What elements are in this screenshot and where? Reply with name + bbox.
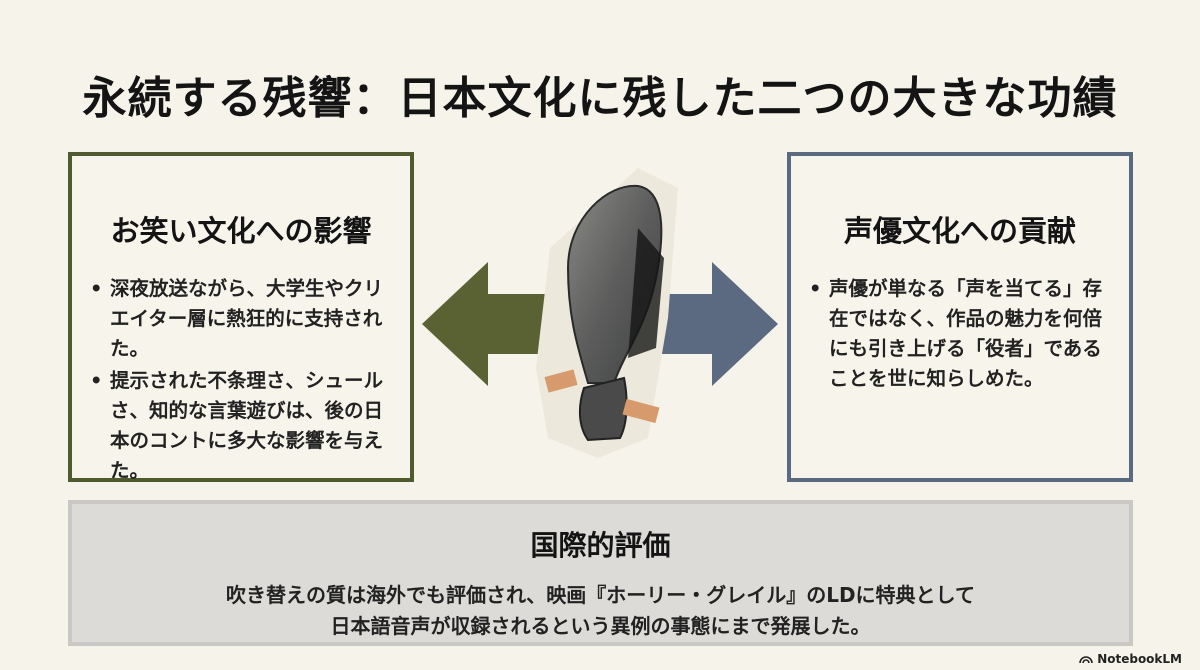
arrow-left-icon <box>422 262 562 386</box>
slide-title: 永続する残響：日本文化に残した二つの大きな功績 <box>82 73 1118 124</box>
bottom-panel-line: 吹き替えの質は海外でも評価され、映画『ホーリー・グレイル』のLDに特典として <box>226 583 975 607</box>
list-item: 声優が単なる「声を当てる」存在ではなく、作品の魅力を何倍にも引き上げる「役者」で… <box>805 274 1115 394</box>
brand-badge: NotebookLM <box>1079 652 1182 666</box>
bottom-panel-body: 吹き替えの質は海外でも評価され、映画『ホーリー・グレイル』のLDに特典として 日… <box>72 580 1129 642</box>
shoe-sole-image <box>536 168 678 458</box>
brand-label: NotebookLM <box>1097 652 1182 666</box>
bottom-panel: 国際的評価 吹き替えの質は海外でも評価され、映画『ホーリー・グレイル』のLDに特… <box>68 500 1133 646</box>
left-panel-bullets: 深夜放送ながら、大学生やクリエイター層に熱狂的に支持された。 提示された不条理さ… <box>86 274 396 488</box>
bottom-panel-line: 日本語音声が収録されるという異例の事態にまで発展した。 <box>330 614 871 638</box>
notebooklm-logo-icon <box>1079 656 1093 664</box>
bottom-panel-heading: 国際的評価 <box>530 529 671 562</box>
right-panel: 声優文化への貢献 声優が単なる「声を当てる」存在ではなく、作品の魅力を何倍にも引… <box>787 152 1133 482</box>
left-panel: お笑い文化への影響 深夜放送ながら、大学生やクリエイター層に熱狂的に支持された。… <box>68 152 414 482</box>
left-panel-heading: お笑い文化への影響 <box>110 214 372 248</box>
right-panel-bullets: 声優が単なる「声を当てる」存在ではなく、作品の魅力を何倍にも引き上げる「役者」で… <box>805 274 1115 396</box>
list-item: 深夜放送ながら、大学生やクリエイター層に熱狂的に支持された。 <box>86 274 396 364</box>
arrow-right-icon <box>640 262 778 386</box>
right-panel-heading: 声優文化への貢献 <box>843 214 1076 248</box>
list-item: 提示された不条理さ、シュールさ、知的な言葉遊びは、後の日本のコントに多大な影響を… <box>86 366 396 486</box>
